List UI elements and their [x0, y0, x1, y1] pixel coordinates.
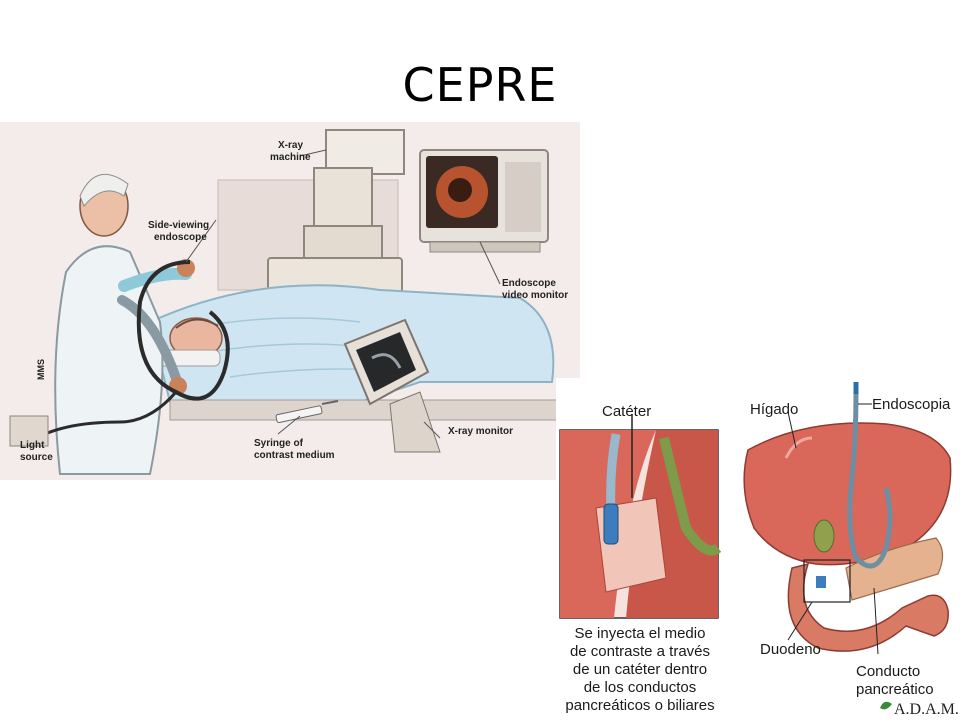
- syringe: [275, 400, 339, 424]
- label-light-source-2: source: [20, 452, 53, 463]
- label-xray-machine-1: X-ray: [278, 140, 303, 151]
- endoscope-path: [847, 393, 893, 569]
- liver: [743, 422, 952, 566]
- label-endoscopia: Endoscopia: [872, 396, 951, 413]
- label-xray-machine-2: machine: [270, 152, 311, 163]
- label-conducto-2: pancreático: [856, 681, 934, 698]
- label-xray-monitor: X-ray monitor: [448, 426, 513, 437]
- label-duodeno: Duodeno: [760, 641, 821, 658]
- light-source: [9, 415, 49, 447]
- caption-line-5: pancreáticos o biliares: [565, 697, 714, 714]
- label-video-monitor-2: video monitor: [502, 290, 568, 301]
- xray-monitor: [343, 318, 441, 453]
- label-endoscope-2: endoscope: [154, 232, 207, 243]
- label-syringe-1: Syringe of: [254, 438, 304, 449]
- detail-box: [803, 559, 851, 603]
- doctor: [54, 174, 195, 475]
- leaf-icon: [880, 701, 892, 710]
- caption-line-2: de contraste a través: [570, 643, 710, 660]
- anatomy-illustration: Catéter Hígado Endoscopia Duodeno Conduc…: [556, 378, 960, 720]
- adam-logo-text: A.D.A.M.: [894, 701, 959, 718]
- label-conducto-1: Conducto: [856, 663, 920, 680]
- endoscope-video-monitor: [419, 149, 549, 253]
- table: [169, 399, 561, 421]
- adam-logo: A.D.A.M.: [880, 701, 959, 718]
- label-cateter: Catéter: [602, 403, 651, 420]
- label-video-monitor-1: Endoscope: [502, 278, 556, 289]
- catheter-detail-inset: [559, 414, 722, 619]
- label-syringe-2: contrast medium: [254, 450, 335, 461]
- label-endoscope-1: Side-viewing: [148, 220, 209, 231]
- caption: Se inyecta el medio de contraste a travé…: [565, 625, 714, 714]
- caption-line-4: de los conductos: [584, 679, 697, 696]
- caption-line-3: de un catéter dentro: [573, 661, 707, 678]
- patient: [149, 317, 223, 367]
- label-higado: Hígado: [750, 401, 798, 418]
- label-light-source-1: Light: [20, 440, 45, 451]
- slide-title: CEPRE: [402, 58, 558, 112]
- procedure-room-illustration: MMS X-ray machine Side-viewing endoscope…: [0, 122, 580, 480]
- svg-text:MMS: MMS: [36, 359, 46, 380]
- caption-line-1: Se inyecta el medio: [575, 625, 706, 642]
